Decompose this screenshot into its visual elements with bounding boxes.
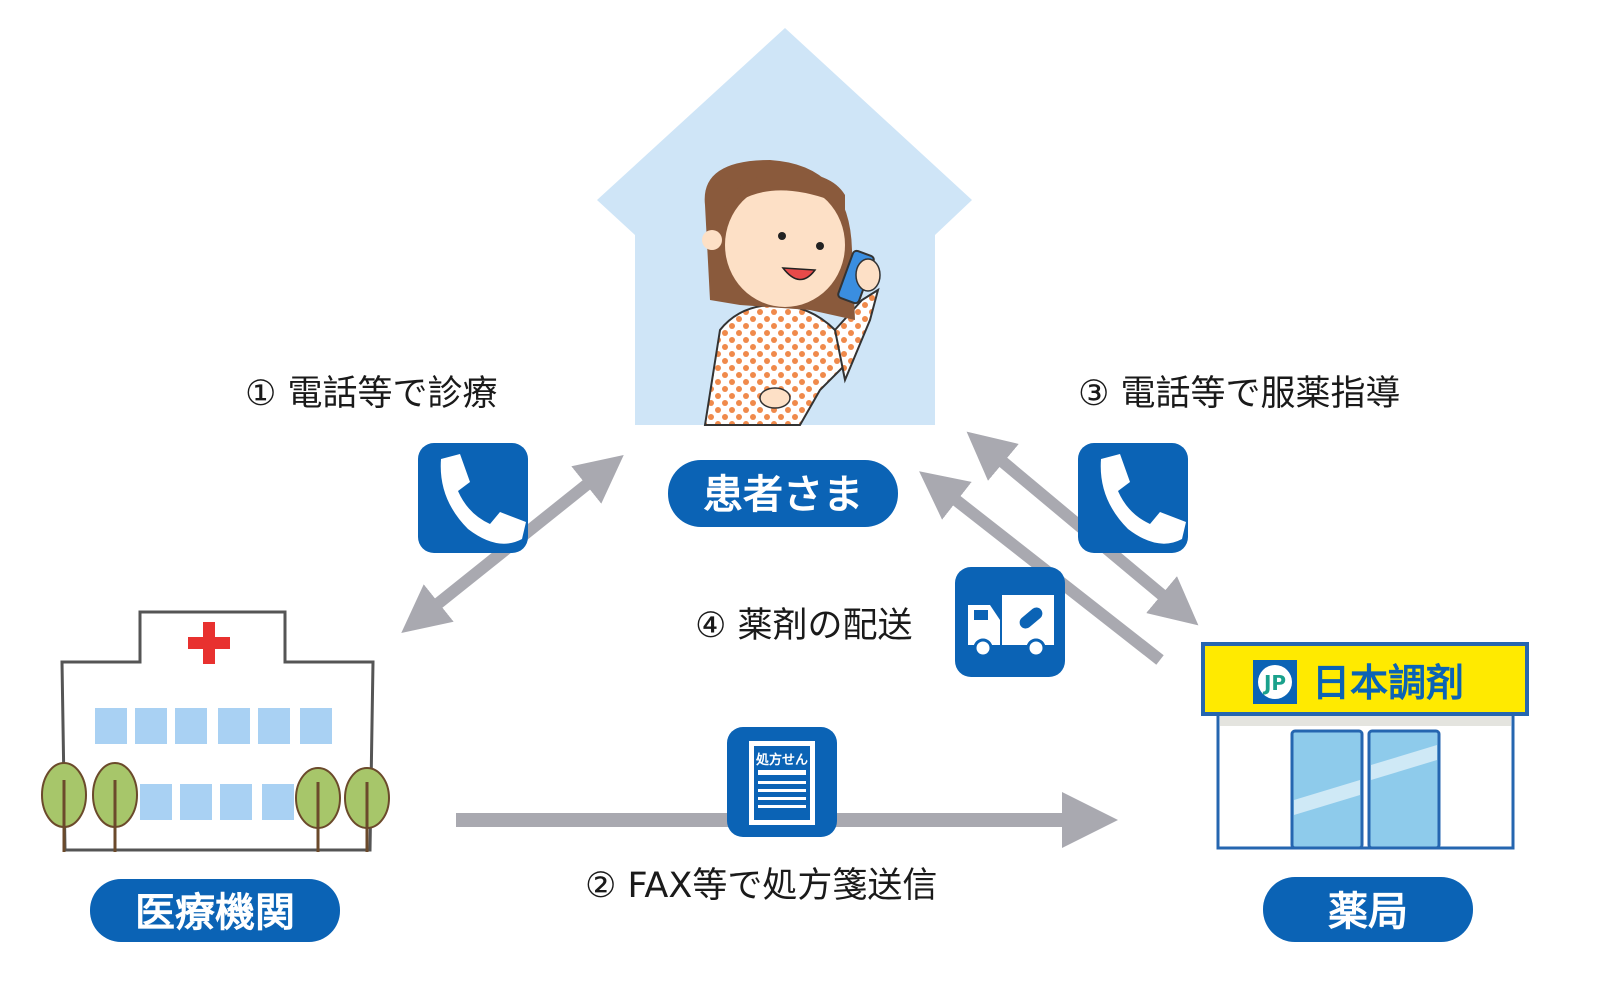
delivery-truck-icon — [955, 567, 1065, 677]
pharmacy-illustration: JP 日本調剤 — [1201, 642, 1529, 850]
hospital-illustration — [41, 610, 390, 852]
pharmacy-sign: 日本調剤 — [1312, 661, 1464, 705]
patient-illustration — [702, 160, 881, 426]
pharmacy-label-pill — [1263, 877, 1473, 942]
prescription-icon: 処方せん — [727, 727, 837, 837]
step-1-label: ① 電話等で診療 — [245, 374, 498, 414]
clinic-label-pill — [90, 879, 340, 942]
patient-label: 患者さま — [703, 472, 863, 518]
step-4-label: ④ 薬剤の配送 — [695, 606, 913, 646]
pharmacy-logo: JP — [1262, 671, 1286, 695]
step-3-label: ③ 電話等で服薬指導 — [1078, 374, 1401, 414]
patient-label-pill — [668, 460, 898, 527]
step-2-label: ② FAX等で処方箋送信 — [585, 866, 937, 906]
clinic-label: 医療機関 — [135, 890, 295, 936]
phone-icon — [1078, 443, 1188, 553]
prescription-icon-text: 処方せん — [755, 752, 808, 768]
pharmacy-label: 薬局 — [1328, 889, 1408, 935]
phone-icon — [418, 443, 528, 553]
